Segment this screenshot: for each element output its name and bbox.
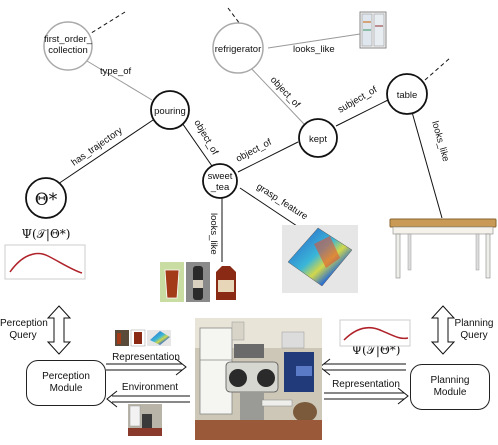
representation-right-arrow <box>324 387 409 405</box>
trajectory-plot-left-frame <box>4 244 86 280</box>
node-label-theta: Θ* <box>35 190 58 210</box>
edge-label-object-of-fridge: object_of <box>268 75 303 111</box>
table-image <box>389 218 497 279</box>
trajectory-plot-right-frame <box>339 319 411 347</box>
perception-query-label: Perception Query <box>0 318 48 341</box>
edge-looks-like-table <box>411 111 443 219</box>
edge-label-looks-like-table: looks_like <box>429 120 451 163</box>
representation-left-label: Representation <box>112 352 180 363</box>
planning-query-arrow <box>430 305 456 355</box>
node-sweet-tea <box>202 163 238 199</box>
edge-subject-of <box>335 99 389 127</box>
edge-object-of-kept <box>237 141 299 173</box>
grasp-feature-heatmap <box>282 225 358 293</box>
edge-object-of-fridge <box>247 64 305 125</box>
edge-label-looks-like-fridge: looks_like <box>293 44 335 55</box>
node-label-sweet-tea-1: sweet <box>208 171 233 182</box>
perception-query-arrow <box>46 305 72 355</box>
edge-type-of <box>81 57 153 101</box>
planning-query-label: Planning Query <box>454 318 494 341</box>
robot-scene-photo <box>195 318 322 440</box>
trajectory-curve-left <box>9 252 83 274</box>
edge-label-type-of: type_of <box>100 66 132 77</box>
edge-label-subject-of: subject_of <box>336 84 379 115</box>
representation-left-arrow <box>106 358 187 376</box>
trajectory-to-robot-arrow <box>319 358 406 376</box>
edge-dashed-table <box>424 57 451 81</box>
node-label-sweet-tea-2: _tea <box>210 182 230 193</box>
node-label-table: table <box>397 90 418 101</box>
psi-formula-left: Ψ(𝒯|Θ*) <box>22 227 71 241</box>
representation-right-label: Representation <box>332 379 400 390</box>
node-table <box>386 73 428 115</box>
refrigerator-thumbnail <box>359 11 387 49</box>
edge-label-object-of-pouring: object_of <box>191 118 220 157</box>
edge-grasp-feature <box>239 187 301 229</box>
edge-looks-like-fridge <box>267 33 361 49</box>
planning-module[interactable]: Planning Module <box>410 364 490 410</box>
environment-thumbnail <box>128 404 162 436</box>
trajectory-curve-right <box>343 327 409 341</box>
edge-label-object-of-kept: object_of <box>234 137 274 165</box>
node-label-refrigerator: refrigerator <box>215 44 261 55</box>
edge-has-trajectory <box>57 117 157 185</box>
node-label-pouring: pouring <box>154 106 186 117</box>
perception-module[interactable]: Perception Module <box>26 360 106 406</box>
node-theta <box>25 177 67 219</box>
edge-object-of-pouring <box>179 119 213 167</box>
node-label-kept: kept <box>309 134 327 145</box>
node-refrigerator <box>212 22 264 74</box>
node-label-first-order-collection-2: collection <box>48 45 88 56</box>
node-pouring <box>150 90 190 130</box>
edge-label-has-trajectory: has_trajectory <box>69 125 124 168</box>
node-first-order-collection <box>43 21 93 71</box>
environment-label: Environment <box>121 382 179 393</box>
sweet-tea-images <box>160 262 238 302</box>
node-kept <box>298 118 338 158</box>
node-label-first-order-collection-1: first_order_ <box>44 34 93 45</box>
environment-arrow <box>106 390 190 408</box>
edge-label-looks-like-tea: looks_like <box>208 213 219 255</box>
representation-thumbnails <box>115 329 171 347</box>
